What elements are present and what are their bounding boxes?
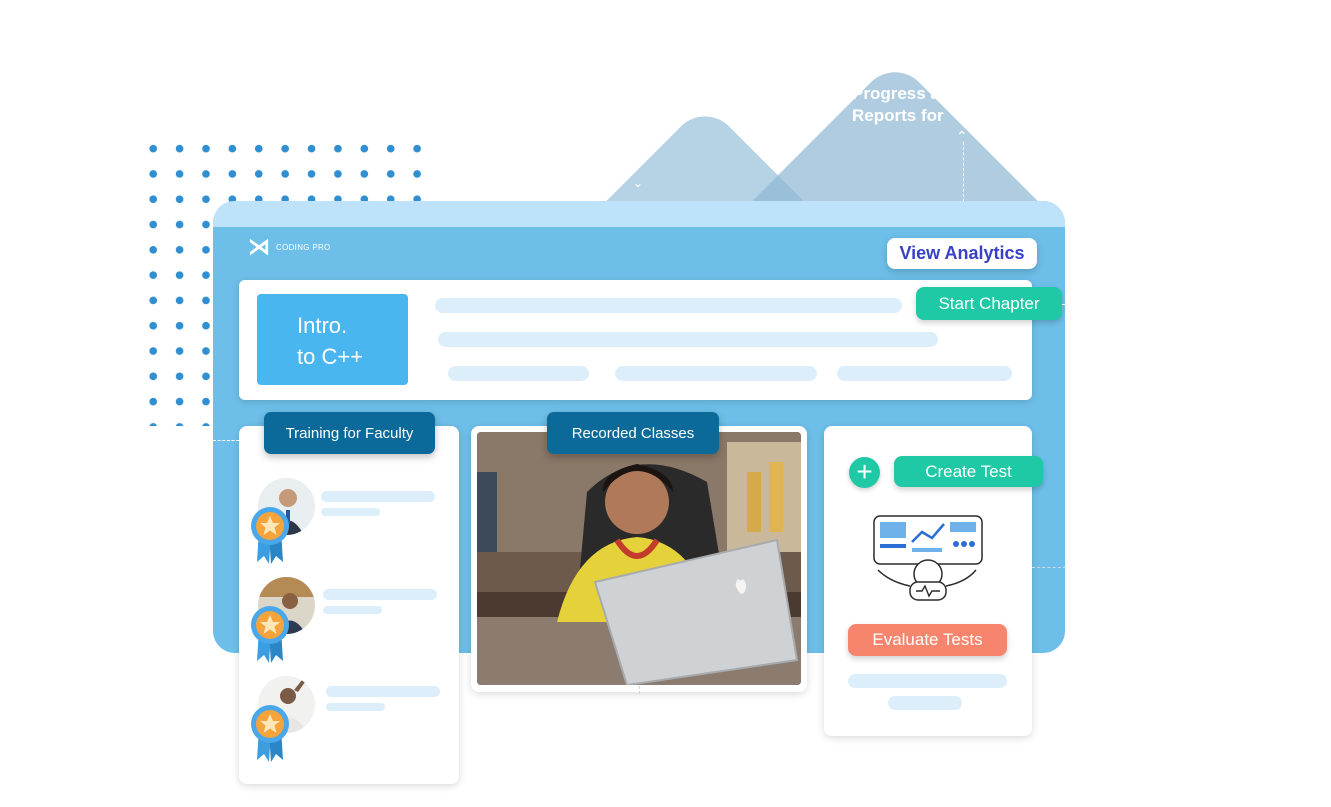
create-test-button[interactable]: Create Test [894, 456, 1043, 487]
plus-icon[interactable]: + [849, 457, 880, 488]
recorded-classes-tag[interactable]: Recorded Classes [547, 412, 719, 454]
dashed-connector [1032, 567, 1066, 568]
dashed-connector [1062, 304, 1084, 305]
course-thumbnail[interactable]: Intro. to C++ [257, 294, 408, 385]
medal-icon [247, 702, 293, 769]
view-analytics-button[interactable]: View Analytics [887, 238, 1037, 269]
progress-report-note: Progress a Reports for [852, 83, 944, 127]
tests-placeholder-line [848, 674, 1007, 688]
brand-name: CODING PRO [276, 242, 331, 252]
faculty-placeholder-line [326, 703, 385, 711]
brand-logo[interactable]: ⋊ CODING PRO [248, 234, 331, 259]
dashed-connector-vertical [639, 686, 640, 694]
course-placeholder-line [438, 332, 938, 347]
course-title-line1: Intro. [297, 313, 348, 338]
up-arrow-icon: ⌃ [956, 128, 968, 144]
evaluate-tests-button[interactable]: Evaluate Tests [848, 624, 1007, 656]
logo-icon: ⋊ [248, 234, 270, 259]
course-placeholder-chip [615, 366, 817, 381]
course-title-line2: to C++ [297, 344, 364, 369]
robot-analytics-icon [864, 512, 992, 609]
window-title-bar [213, 201, 1065, 227]
faculty-placeholder-line [323, 589, 437, 600]
course-placeholder-chip [448, 366, 589, 381]
down-arrow-icon: ⌄ [633, 176, 644, 190]
progress-note-line2: Reports for [852, 106, 944, 125]
start-chapter-button[interactable]: Start Chapter [916, 287, 1062, 320]
course-placeholder-chip [837, 366, 1012, 381]
course-placeholder-line [435, 298, 902, 313]
medal-icon [247, 504, 293, 571]
dashed-connector-vertical [963, 142, 964, 202]
faculty-placeholder-line [326, 686, 440, 697]
recorded-class-video-thumbnail[interactable] [477, 432, 801, 685]
dashed-connector [213, 440, 239, 441]
progress-note-line1: Progress a [852, 84, 940, 103]
faculty-placeholder-line [323, 606, 382, 614]
training-for-faculty-tag[interactable]: Training for Faculty [264, 412, 435, 454]
medal-icon [247, 603, 293, 670]
faculty-placeholder-line [321, 508, 380, 516]
tests-placeholder-line [888, 696, 962, 710]
faculty-placeholder-line [321, 491, 435, 502]
